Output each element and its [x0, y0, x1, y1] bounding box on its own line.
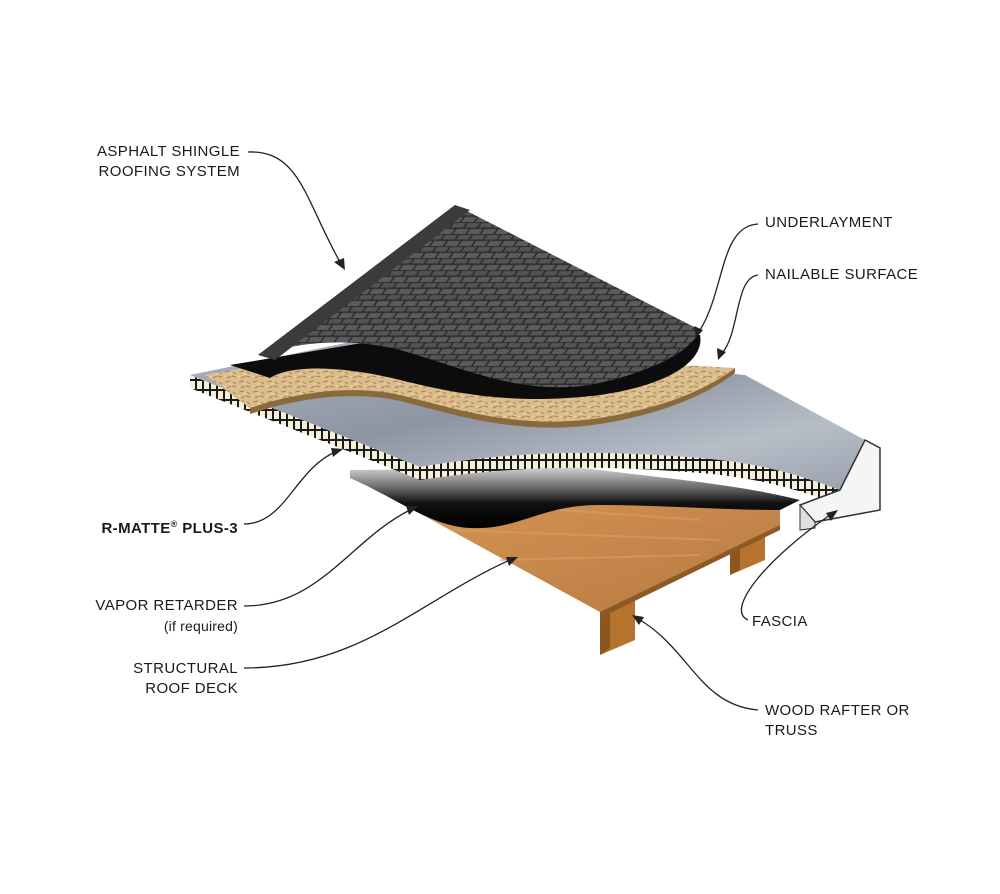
asphalt-shingles [258, 205, 700, 388]
label-nailable-surface: NAILABLE SURFACE [765, 266, 919, 283]
leader-fascia [741, 514, 831, 621]
leader-rafter [639, 619, 759, 711]
leader-vapor [243, 509, 411, 607]
leader-underlayment [699, 223, 759, 331]
label-deck-line2: ROOF DECK [145, 680, 238, 697]
label-vapor-retarder: VAPOR RETARDER (if required) [40, 596, 238, 636]
leader-asphalt [247, 151, 341, 263]
label-asphalt-line1: ASPHALT SHINGLE [97, 143, 240, 160]
leader-deck [243, 559, 511, 669]
label-structural-roof-deck: STRUCTURAL ROOF DECK [40, 659, 238, 699]
vapor-retarder [350, 465, 800, 529]
label-vapor-line2: (if required) [163, 618, 238, 634]
leader-nailable [722, 274, 759, 353]
label-rmatte-reg: ® [170, 519, 178, 529]
label-rmatte-suffix: PLUS-3 [177, 520, 238, 537]
label-wood-rafter: WOOD RAFTER OR TRUSS [765, 701, 910, 741]
label-fascia: FASCIA [752, 613, 808, 630]
label-deck-line1: STRUCTURAL [133, 660, 238, 677]
label-r-matte-plus-3: R-MATTE® PLUS-3 [60, 514, 238, 539]
leader-lines [243, 151, 838, 711]
leader-rmatte [243, 451, 336, 525]
label-asphalt-line2: ROOFING SYSTEM [98, 163, 240, 180]
label-underlayment: UNDERLAYMENT [765, 214, 893, 231]
label-rafter-line2: TRUSS [765, 722, 818, 739]
label-rafter-line1: WOOD RAFTER OR [765, 702, 910, 719]
label-rmatte-name: R-MATTE [101, 520, 171, 537]
label-asphalt-shingle: ASPHALT SHINGLE ROOFING SYSTEM [60, 142, 240, 182]
label-vapor-line1: VAPOR RETARDER [95, 597, 238, 614]
